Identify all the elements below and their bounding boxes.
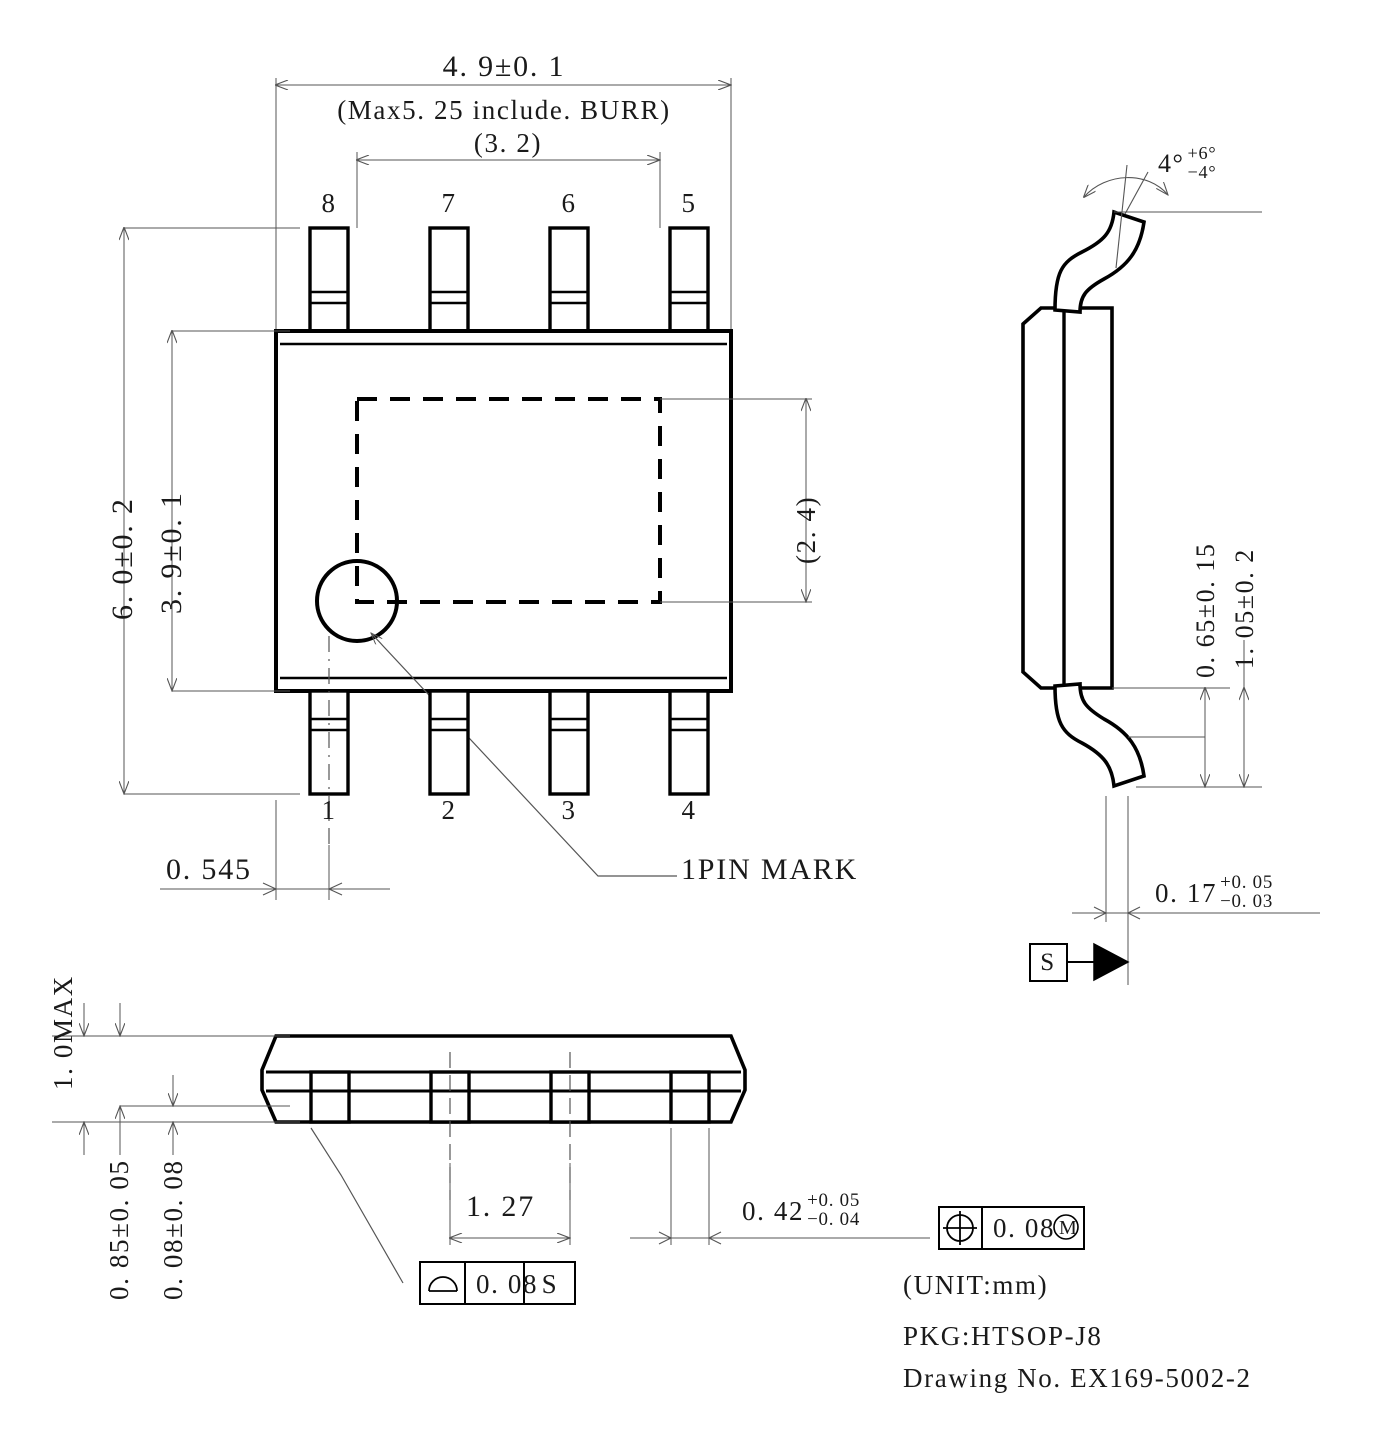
pin1-mark-circle: [315, 559, 399, 643]
bottom-pins-bend-lines: [310, 717, 708, 732]
front-body-height-label: 0. 85±0. 05: [104, 1159, 134, 1300]
pin-number-2: 2: [441, 795, 457, 825]
overall-height-extension-lines: [124, 227, 300, 795]
pin1-mark-label: 1PIN MARK: [681, 853, 859, 886]
lead-angle-centerline: [1115, 164, 1128, 269]
pin-number-8: 8: [321, 188, 337, 218]
side-body-outline: [1021, 306, 1114, 690]
body-height-label: 3. 9±0. 1: [155, 491, 188, 614]
max-height-label: 1. 0MAX: [48, 975, 78, 1090]
lead-width-extension-lines: [670, 1128, 710, 1245]
side-view-group: [1021, 164, 1320, 985]
lead-width-minus: −0. 04: [807, 1209, 861, 1231]
lead-angle-leader: [1124, 171, 1149, 215]
pin1-offset-arrow-right: [327, 882, 343, 896]
lead-angle-minus: −4°: [1187, 161, 1217, 182]
profile-of-surface-icon-arc: [428, 1276, 458, 1292]
lead-thickness-arrow-left: [1093, 906, 1108, 920]
package-body-outline: [274, 329, 733, 693]
body-height-extension-lines: [172, 330, 290, 692]
mmc-modifier-circle: [1053, 1214, 1079, 1240]
pin-number-6: 6: [561, 188, 577, 218]
exposed-pad-outline: [355, 397, 662, 604]
mmc-modifier-label: M: [1059, 1217, 1078, 1239]
lead-thickness-extension-lines: [1105, 796, 1129, 985]
lead-width-plus: +0. 05: [807, 1190, 861, 1211]
lead-angle-value: 4°: [1158, 148, 1185, 178]
pad-height-extension-lines: [660, 398, 812, 603]
datum-s-box: [1029, 943, 1068, 982]
pin1-offset-extension-lines: [275, 800, 330, 900]
front-view-group: [52, 1003, 1085, 1305]
gdt-position-frame: [938, 1206, 1085, 1250]
pitch-label: 1. 27: [466, 1190, 535, 1223]
pad-height-label: (2. 4): [791, 495, 821, 564]
pin1-offset-arrow-left: [262, 882, 278, 896]
gdt-position-tolerance-label: 0. 08: [993, 1213, 1056, 1243]
package-name-label: PKG:HTSOP-J8: [903, 1321, 1103, 1351]
overall-width-label: 4. 9±0. 1: [442, 50, 566, 83]
gdt-profile-datum-label: S: [541, 1269, 559, 1299]
lead-thickness-arrow-right: [1126, 906, 1141, 920]
lead-angle-plus: +6°: [1187, 143, 1217, 163]
datum-s-label: S: [1040, 949, 1056, 976]
side-view-extension-lines: [1112, 211, 1262, 788]
lead-thickness-value: 0. 17: [1155, 877, 1218, 908]
lead-span-label: (3. 2): [473, 128, 543, 158]
top-pins-bend-lines: [310, 290, 708, 305]
pitch-extension-lines: [449, 1163, 571, 1245]
pin-number-4: 4: [681, 795, 697, 825]
drawing-number-label: Drawing No. EX169-5002-2: [903, 1363, 1252, 1393]
pin1-offset-label: 0. 545: [166, 853, 252, 886]
lead-width-value: 0. 42: [742, 1195, 805, 1226]
pin-number-1: 1: [321, 795, 337, 825]
bottom-pins-group: [308, 689, 710, 796]
top-pins-group: [308, 226, 710, 333]
front-leads-group: [309, 1070, 711, 1124]
lead-angle-arc: [1084, 177, 1168, 197]
total-height-label: 1. 05±0. 2: [1230, 548, 1259, 669]
standoff-label: 0. 65±0. 15: [1191, 542, 1220, 678]
top-view-group: [124, 78, 812, 900]
pin-number-7: 7: [441, 188, 457, 218]
unit-note-label: (UNIT:mm): [903, 1270, 1049, 1300]
side-lead-upper: [1053, 209, 1146, 314]
lead-width-arrow-left: [658, 1231, 673, 1245]
pin-number-3: 3: [561, 795, 577, 825]
gdt-profile-tolerance-label: 0. 08: [476, 1269, 539, 1299]
overall-height-label: 6. 0±0. 2: [106, 497, 139, 620]
gdt-profile-frame: [419, 1261, 576, 1305]
front-body-outline: [260, 1034, 747, 1124]
side-lead-lower: [1053, 682, 1146, 789]
datum-s-triangle: [1093, 942, 1130, 982]
lead-thickness-minus: −0. 03: [1220, 891, 1274, 913]
pin-number-5: 5: [681, 188, 697, 218]
seating-plane-label: 0. 08±0. 08: [158, 1159, 188, 1300]
lead-width-arrow-right: [707, 1231, 722, 1245]
burr-note-label: (Max5. 25 include. BURR): [337, 95, 671, 125]
profile-frame-leader: [310, 1127, 404, 1284]
lead-thickness-plus: +0. 05: [1220, 872, 1274, 893]
